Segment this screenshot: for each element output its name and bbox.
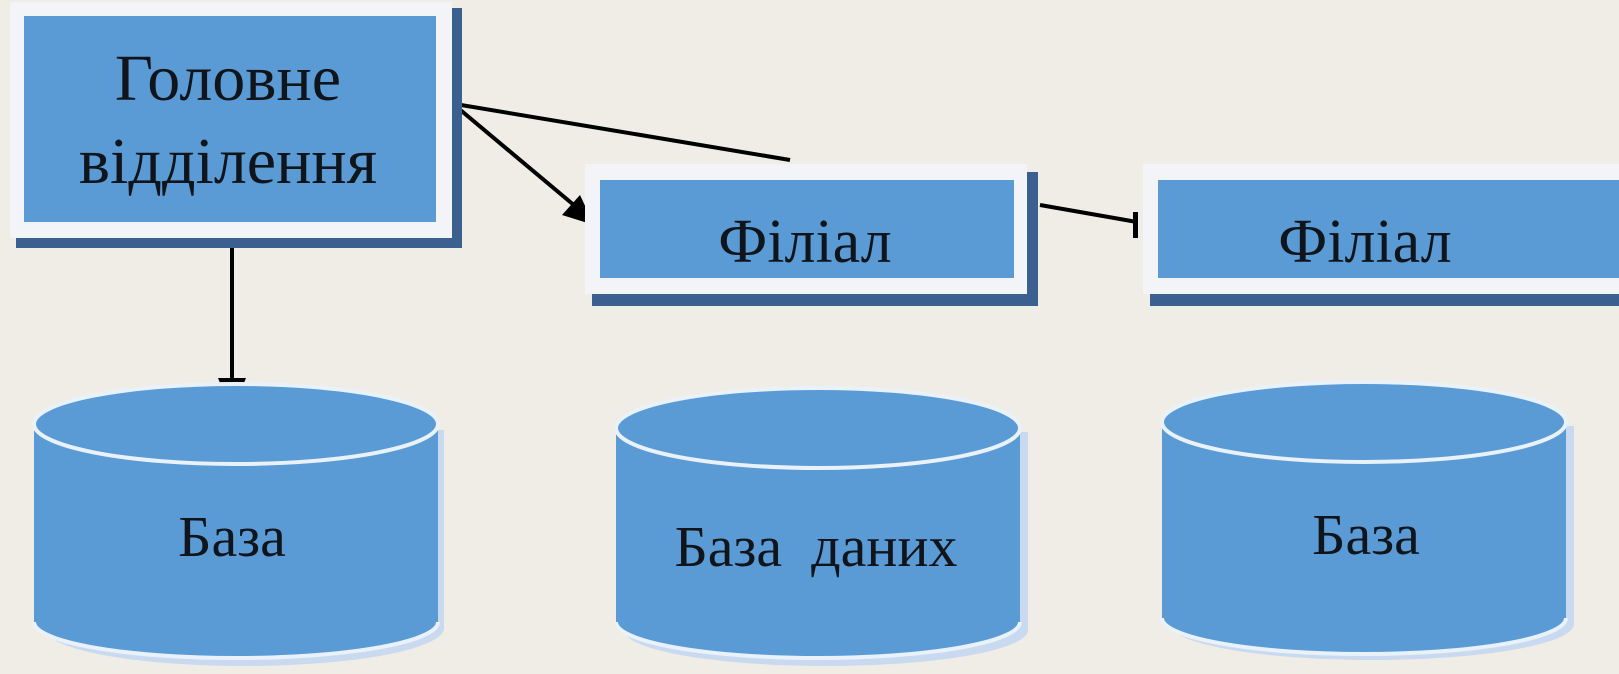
connectors [230, 102, 1138, 380]
main-office-box: Головне відділення [10, 2, 462, 248]
database-1-cylinder: База [32, 382, 444, 666]
database-2-cylinder: База даних [614, 386, 1028, 666]
connector-main-to-branch-1 [456, 106, 577, 208]
branch-2-box: Філіал [1143, 164, 1619, 306]
database-3-cylinder: База [1160, 380, 1574, 660]
database-2-label: База даних [674, 514, 957, 579]
database-1-label: База [178, 504, 286, 569]
branch-1-box: Філіал [585, 164, 1038, 306]
connector-branch-1-to-branch-2 [1039, 203, 1138, 224]
database-3-label: База [1312, 502, 1420, 567]
main-office-label-line-1: Головне [115, 42, 341, 115]
branch-2-label: Філіал [1278, 208, 1451, 276]
arrowhead-branch-2-bar [1133, 212, 1138, 238]
main-office-label-line-2: відділення [79, 125, 377, 198]
connector-main-to-branch-2 [454, 102, 791, 162]
branch-1-label: Філіал [718, 208, 891, 276]
